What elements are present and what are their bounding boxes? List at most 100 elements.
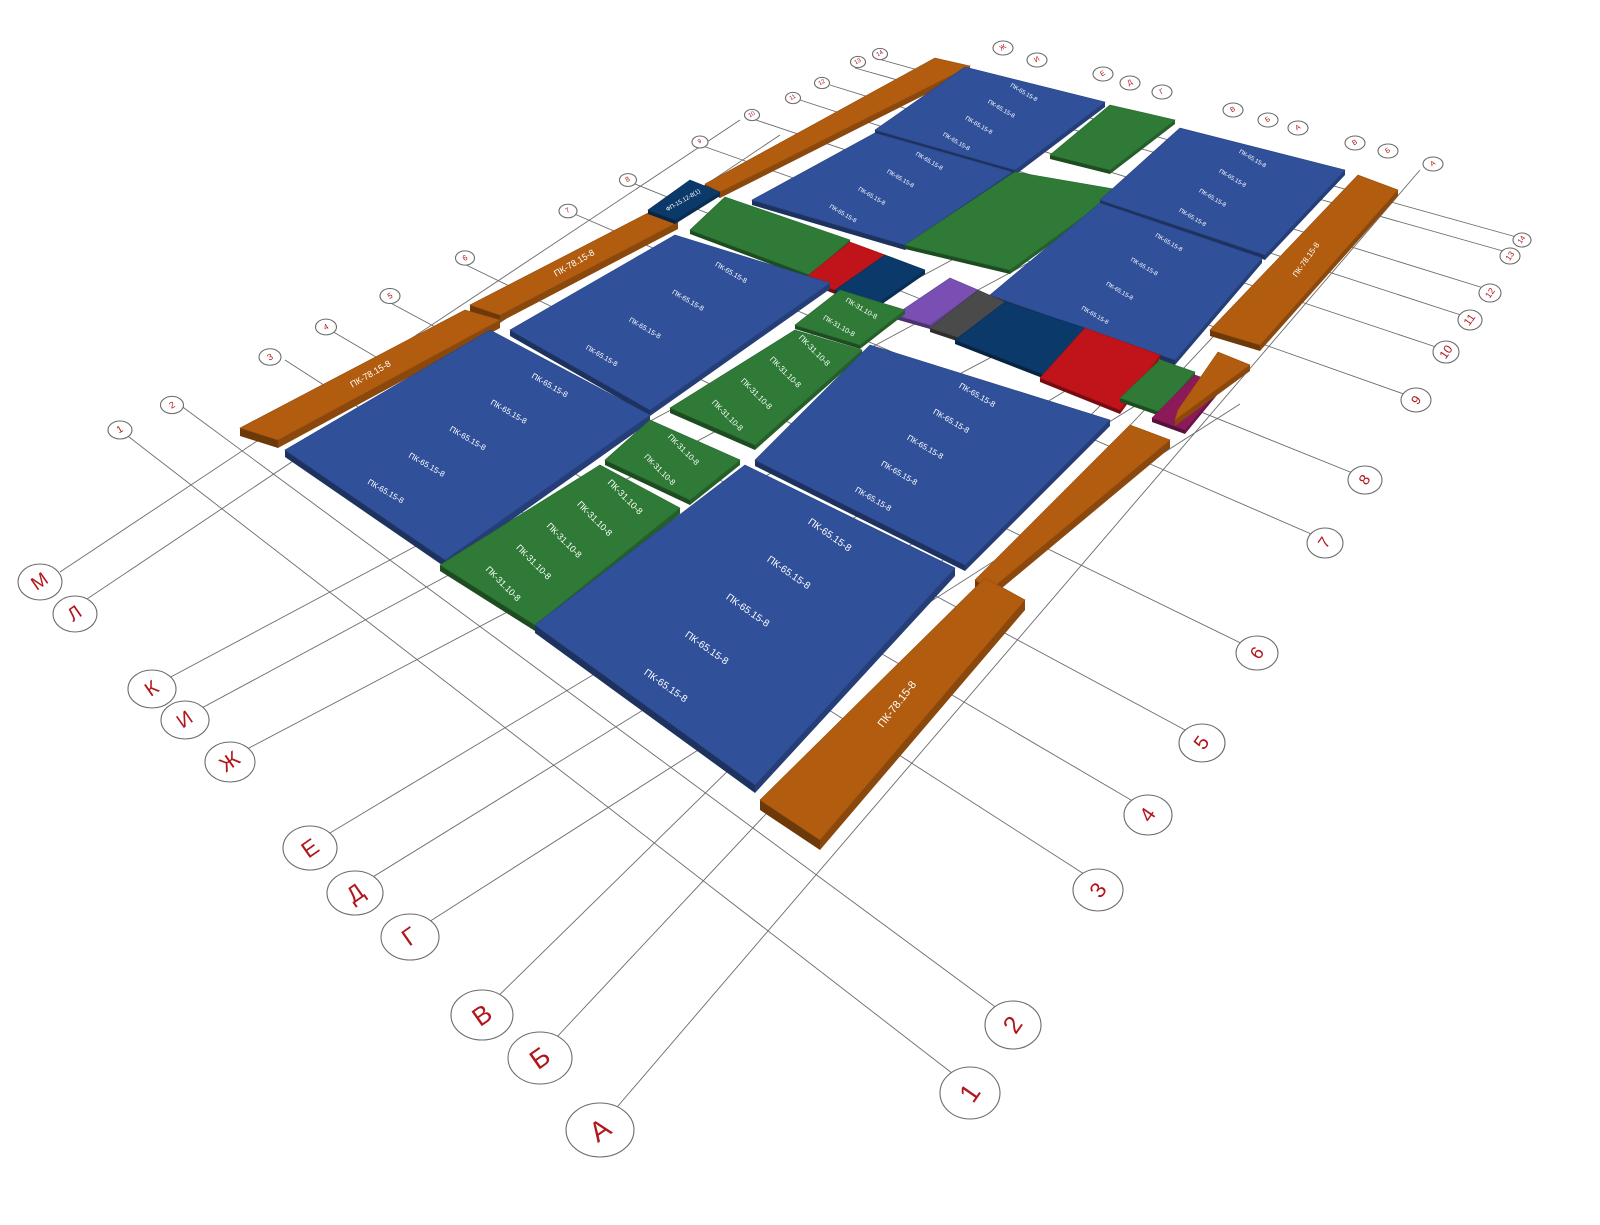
axis-number-12: 13 bbox=[1499, 247, 1521, 265]
green-front-side-front bbox=[440, 565, 535, 631]
axis-number-top-13: 14 bbox=[871, 47, 889, 61]
green-mid-small-side-front bbox=[795, 325, 860, 349]
axis-number-2: 3 bbox=[1072, 868, 1124, 912]
beam-right-mid-top bbox=[1174, 351, 1251, 421]
axis-number-top-6-label: 7 bbox=[565, 207, 572, 215]
navy-small-back-top bbox=[647, 179, 721, 221]
beam-left: ПК-78.15-8 bbox=[239, 309, 501, 448]
axis-number-13-circle bbox=[1512, 232, 1532, 248]
axis-letter-7: Г bbox=[380, 913, 440, 961]
purple-small-side-front bbox=[895, 315, 930, 329]
blue-right-mid-side-right bbox=[1175, 258, 1262, 365]
blue-left-front-side-front bbox=[285, 450, 445, 567]
beam-right-back-side-right bbox=[1260, 190, 1398, 351]
axis-letter-2: К bbox=[127, 669, 177, 709]
blue-left-front-top bbox=[284, 329, 651, 561]
axis-number-top-7-circle bbox=[618, 173, 638, 187]
beam-front-right-side-front bbox=[760, 800, 820, 850]
beam-mid-left-side-right bbox=[500, 222, 678, 322]
axis-number-9-circle bbox=[1432, 340, 1460, 364]
blue-left-front: ПК-65.15-8ПК-65.15-8ПК-65.15-8ПК-65.15-8… bbox=[284, 329, 651, 567]
green-mid-small-top bbox=[794, 289, 906, 346]
axis-number-10: 11 bbox=[1457, 309, 1483, 331]
axis-number-top-9: 10 bbox=[743, 108, 761, 122]
axis-number-top-11: 12 bbox=[813, 76, 831, 90]
axis-number-10-label: 11 bbox=[1462, 312, 1478, 328]
blue-left-mid-side-right bbox=[650, 283, 830, 416]
axis-number-4-circle bbox=[1178, 723, 1226, 763]
axis-number-11-label: 12 bbox=[1483, 286, 1497, 300]
axis-letter-top-6: Б bbox=[1257, 112, 1279, 128]
axis-letter-top-b-1: Б bbox=[1377, 143, 1399, 159]
axis-letter-top-6-circle bbox=[1257, 112, 1279, 128]
axis-number-7: 8 bbox=[1347, 465, 1383, 495]
axis-number-top-9-label: 10 bbox=[748, 110, 757, 119]
blue-left-front-side-right bbox=[445, 415, 650, 567]
axis-letter-6: Д bbox=[326, 870, 384, 916]
axis-number-13-label: 14 bbox=[1517, 235, 1527, 245]
axis-letter-1: Л bbox=[52, 595, 98, 633]
axis-letter-9-circle bbox=[507, 1031, 573, 1085]
axis-letter-top-7: А bbox=[1287, 120, 1309, 136]
axis-number-top-4-circle bbox=[379, 287, 401, 305]
green-small-front-side-right bbox=[690, 460, 740, 505]
axis-number-top-4: 5 bbox=[379, 287, 401, 305]
purple-small-top bbox=[894, 277, 979, 326]
axis-letter-top-b-0: В bbox=[1344, 135, 1366, 151]
slab-panels: ПК-78.15-8ПК-78.15-8ПК-65.15-8ПК-65.15-8… bbox=[239, 57, 1399, 850]
axis-number-top-7: 8 bbox=[618, 173, 638, 187]
axis-number-4: 5 bbox=[1178, 723, 1226, 763]
axis-letter-0-circle bbox=[17, 563, 63, 601]
axis-number-7-circle bbox=[1347, 465, 1383, 495]
axis-letter-top-b-0-label: В bbox=[1351, 139, 1359, 148]
axis-number-11: 12 bbox=[1478, 283, 1502, 303]
axis-number-top-10: 11 bbox=[784, 91, 802, 105]
axis-number-top-12-circle bbox=[849, 55, 867, 69]
green-mid-side-front bbox=[670, 408, 755, 450]
axis-letter-top-b-2: А bbox=[1422, 156, 1444, 172]
grey-small-side-front bbox=[930, 328, 960, 342]
blue-front-top bbox=[534, 464, 956, 786]
axis-number-2-circle bbox=[1072, 868, 1124, 912]
axis-number-9: 10 bbox=[1432, 340, 1460, 364]
axis-number-0-circle bbox=[939, 1066, 1001, 1120]
axis-number-top-5-circle bbox=[454, 250, 476, 266]
axis-number-top-8-circle bbox=[691, 135, 709, 149]
beam-front-side-right bbox=[990, 440, 1170, 598]
leader-line bbox=[179, 404, 1014, 1021]
axis-letter-top-2-label: Е bbox=[1099, 70, 1107, 79]
axis-number-12-circle bbox=[1499, 247, 1521, 265]
green-back-side-right bbox=[1110, 120, 1175, 174]
axis-number-3: 4 bbox=[1123, 794, 1173, 836]
axis-letter-top-4-label: Г bbox=[1159, 88, 1166, 96]
blue-left-mid-side-front bbox=[510, 330, 650, 416]
blue-back-right-side-right bbox=[1265, 170, 1345, 260]
navy-small-back-side-right bbox=[675, 192, 720, 224]
green-mid: ПК-31.10-8ПК-31.10-8ПК-31.10-8ПК-31.10-8 bbox=[669, 329, 863, 450]
axis-number-top-13-label: 14 bbox=[876, 49, 885, 58]
beam-back-left-side-right bbox=[720, 66, 970, 198]
axis-number-top-12-label: 13 bbox=[854, 57, 863, 66]
axis-number-top-8-label: 9 bbox=[697, 138, 703, 145]
axis-number-11-circle bbox=[1478, 283, 1502, 303]
beam-left-side-front bbox=[240, 428, 278, 448]
axis-letter-top-1-label: И bbox=[1033, 56, 1041, 65]
beam-right-back-side-front bbox=[1210, 330, 1260, 351]
navy-small-mid-side-right bbox=[875, 270, 925, 309]
blue-front: ПК-65.15-8ПК-65.15-8ПК-65.15-8ПК-65.15-8… bbox=[534, 464, 956, 793]
axis-number-top-10-circle bbox=[784, 91, 802, 105]
green-left-back-side-front bbox=[690, 230, 810, 279]
blue-back: ПК-65.15-8ПК-65.15-8ПК-65.15-8ПК-65.15-8 bbox=[874, 66, 1106, 175]
green-mid-side-right bbox=[755, 350, 862, 450]
axis-number-top-2: 3 bbox=[258, 348, 282, 366]
green-mid-small: ПК-31.10-8ПК-31.10-8 bbox=[794, 289, 906, 349]
blue-back-right-top bbox=[1099, 127, 1346, 256]
green-small-front-top bbox=[604, 419, 741, 501]
axis-number-top-0: 1 bbox=[107, 420, 133, 440]
axis-number-13: 14 bbox=[1512, 232, 1532, 248]
axis-number-top-0-label: 1 bbox=[115, 424, 126, 437]
axis-letter-top-7-circle bbox=[1287, 120, 1309, 136]
axis-number-0: 1 bbox=[939, 1066, 1001, 1120]
axis-number-5-circle bbox=[1235, 635, 1279, 671]
